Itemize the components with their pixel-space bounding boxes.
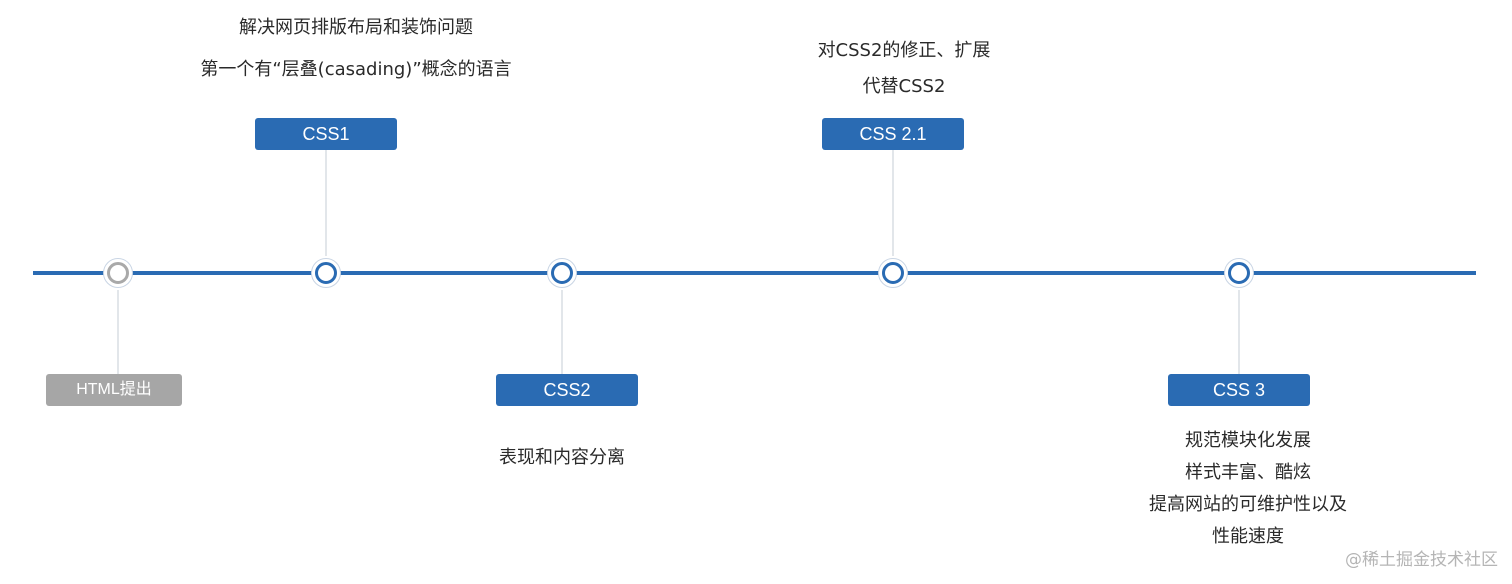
milestone-desc-css2: 表现和内容分离 (499, 442, 625, 474)
timeline-node-html (103, 258, 133, 288)
connector-css3 (1238, 290, 1240, 374)
connector-css1 (325, 150, 327, 256)
timeline-node-css21 (878, 258, 908, 288)
milestone-label-css21: CSS 2.1 (822, 118, 964, 150)
connector-css2 (561, 290, 563, 374)
milestone-desc-css21: 对CSS2的修正、扩展 代替CSS2 (818, 35, 991, 103)
milestone-label-css1: CSS1 (255, 118, 397, 150)
timeline-node-css2 (547, 258, 577, 288)
desc-line: 样式丰富、酷炫 (1185, 462, 1311, 483)
milestone-label-css3: CSS 3 (1168, 374, 1310, 406)
desc-line: 解决网页排版布局和装饰问题 (238, 17, 473, 38)
desc-line: 代替CSS2 (862, 76, 946, 97)
timeline-node-css1 (311, 258, 341, 288)
watermark: @稀土掘金技术社区 (1345, 550, 1498, 570)
milestone-desc-css3: 规范模块化发展 样式丰富、酷炫 提高网站的可维护性以及 性能速度 (1149, 425, 1347, 553)
desc-line: 提高网站的可维护性以及 (1149, 494, 1347, 515)
desc-line: 第一个有“层叠(casading)”概念的语言 (200, 59, 512, 80)
timeline-node-css3 (1224, 258, 1254, 288)
milestone-label-html: HTML提出 (46, 374, 182, 406)
desc-line: 性能速度 (1212, 526, 1284, 547)
connector-css21 (892, 150, 894, 256)
milestone-label-css2: CSS2 (496, 374, 638, 406)
connector-html (117, 290, 119, 374)
timeline-axis (33, 271, 1476, 275)
desc-line: 规范模块化发展 (1185, 430, 1311, 451)
desc-line: 表现和内容分离 (499, 447, 625, 468)
milestone-desc-css1: 解决网页排版布局和装饰问题 第一个有“层叠(casading)”概念的语言 (200, 12, 511, 86)
desc-line: 对CSS2的修正、扩展 (817, 40, 991, 61)
